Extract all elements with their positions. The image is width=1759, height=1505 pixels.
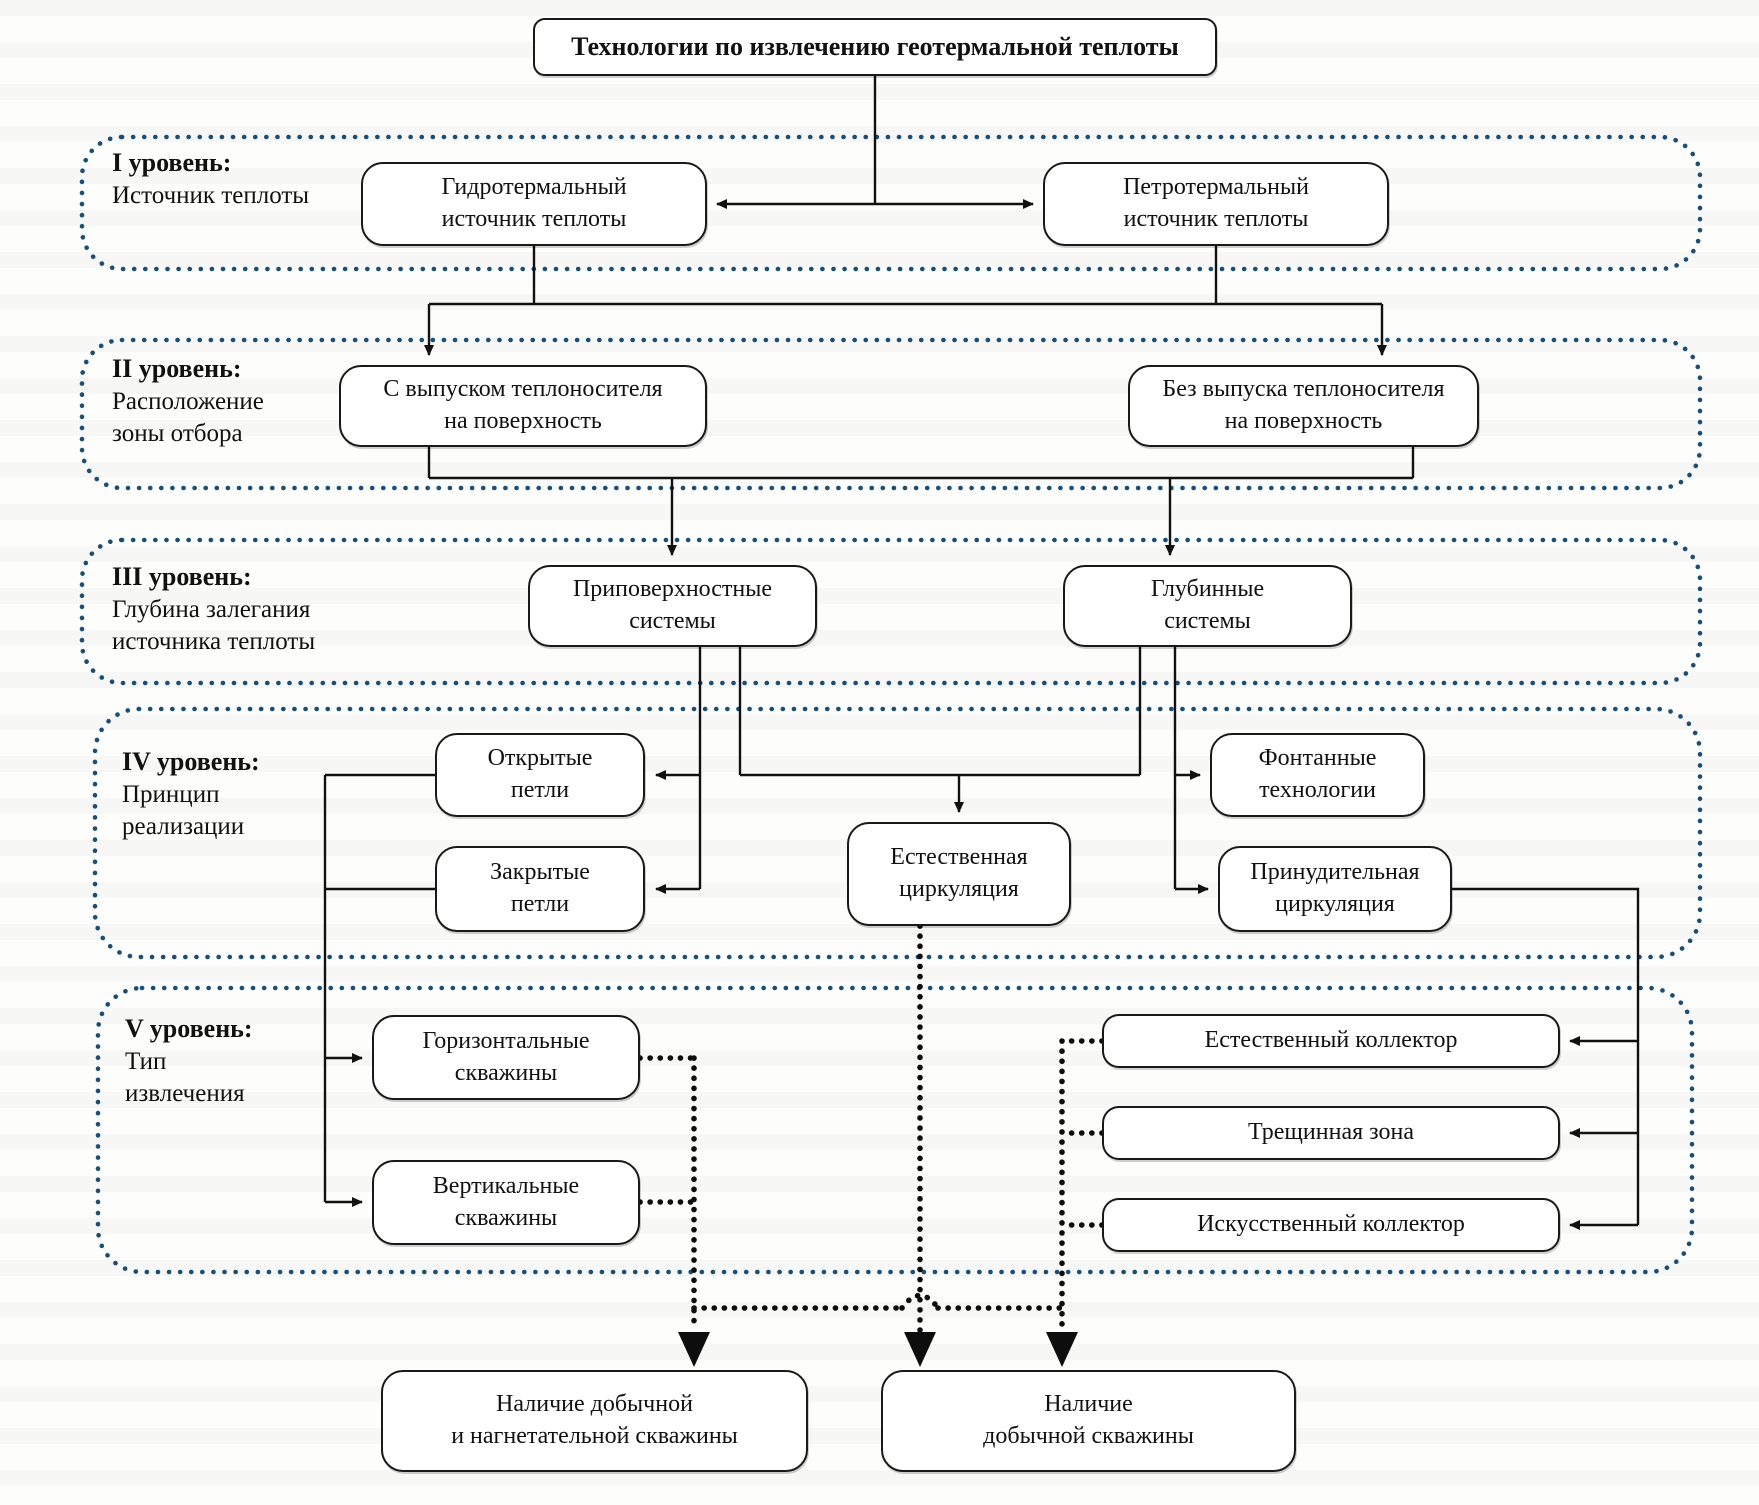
node-natural-collector: Естественный коллектор [1102,1014,1560,1068]
node-production-and-injection-well: Наличие добычной и нагнетательной скважи… [381,1370,808,1472]
level-5-label: V уровень: Тип извлечения [125,1012,405,1111]
level-5-region [95,985,1695,1275]
node-deep-systems: Глубинные системы [1063,565,1352,647]
level-3-region [79,537,1703,686]
dotted-connectors [637,923,1105,1333]
level-3-title: III уровень: [112,562,252,591]
level-3-label: III уровень: Глубина залегания источника… [112,560,412,659]
level-1-region [79,134,1703,272]
bottom-arrowheads [678,1332,1078,1367]
level-4-label: IV уровень: Принцип реализации [122,745,402,844]
level-4-region [92,706,1703,960]
arrowhead-down [904,1332,936,1367]
level-2-label: II уровень: Расположение зоны отбора [112,352,392,451]
node-closed-loops: Закрытые петли [435,846,645,932]
level-2-title: II уровень: [112,354,242,383]
level-4-title: IV уровень: [122,747,260,776]
node-fountain-technologies: Фонтанные технологии [1210,733,1425,817]
level-1-title: I уровень: [112,148,232,177]
node-fracture-zone: Трещинная зона [1102,1106,1560,1160]
level-5-title: V уровень: [125,1014,253,1043]
node-hydrothermal-source: Гидротермальный источник теплоты [361,162,707,246]
level-4-subtitle: Принцип реализации [122,780,245,841]
node-with-heat-carrier-release: С выпуском теплоносителя на поверхность [339,365,707,447]
level-1-subtitle: Источник теплоты [112,181,310,209]
node-open-loops: Открытые петли [435,733,645,817]
node-production-well: Наличие добычной скважины [881,1370,1296,1472]
node-near-surface-systems: Приповерхностные системы [528,565,817,647]
level-regions [79,134,1703,1275]
arrowhead-down [1046,1332,1078,1367]
node-artificial-collector: Искусственный коллектор [1102,1198,1560,1252]
node-petrothermal-source: Петротермальный источник теплоты [1043,162,1389,246]
diagram-title: Технологии по извлечению геотермальной т… [533,18,1217,76]
arrowhead-down [678,1332,710,1367]
solid-connectors [323,76,1640,1230]
level-1-label: I уровень: Источник теплоты [112,146,392,212]
node-vertical-wells: Вертикальные скважины [372,1160,640,1245]
node-forced-circulation: Принудительная циркуляция [1218,846,1452,932]
node-natural-circulation: Естественная циркуляция [847,822,1071,926]
level-5-subtitle: Тип извлечения [125,1047,245,1108]
node-horizontal-wells: Горизонтальные скважины [372,1015,640,1100]
node-without-heat-carrier-release: Без выпуска теплоносителя на поверхность [1128,365,1479,447]
level-3-subtitle: Глубина залегания источника теплоты [112,595,316,656]
level-2-subtitle: Расположение зоны отбора [112,387,264,448]
